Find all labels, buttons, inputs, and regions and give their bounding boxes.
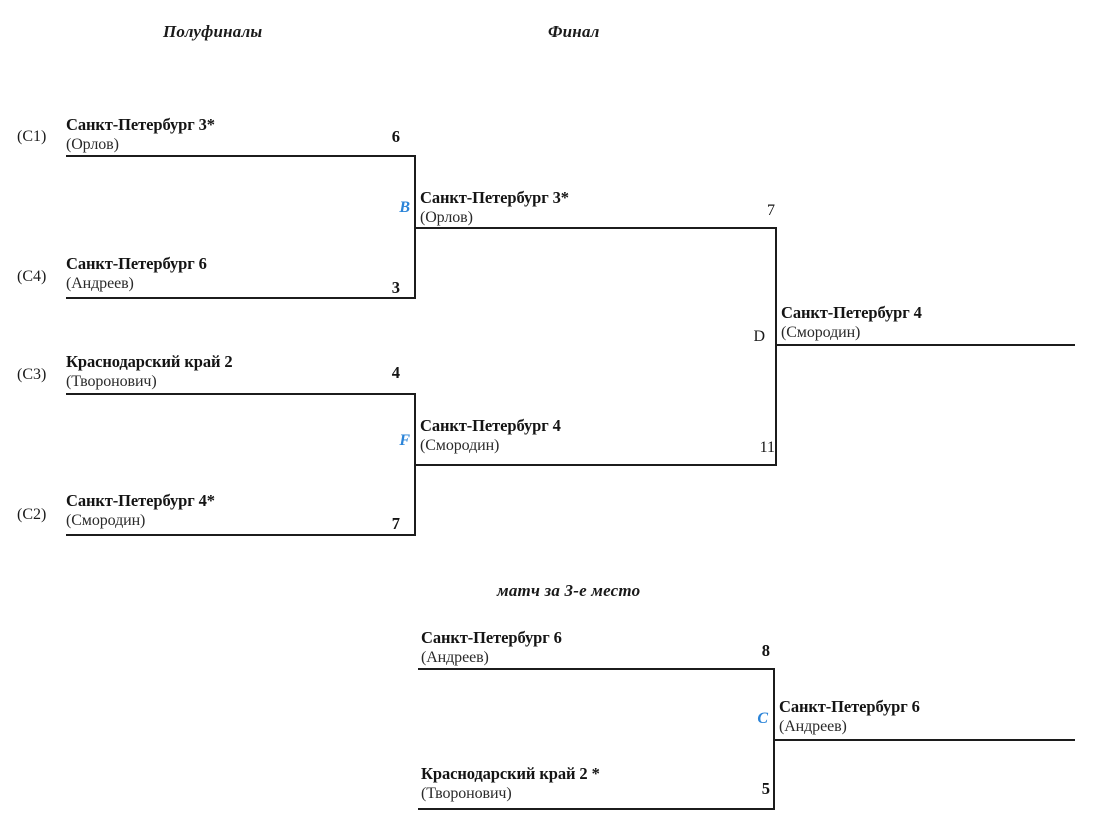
bracket-connector-final — [775, 227, 777, 466]
third-place-top-score: 8 — [761, 641, 770, 660]
team-coach: (Орлов) — [420, 208, 473, 226]
match-letter-d: D — [753, 328, 765, 345]
bracket-line-sf2-top — [66, 393, 415, 395]
bracket-line-third-top — [418, 668, 774, 670]
semifinal-2-top-team[interactable]: Краснодарский край 2 (Творонович) — [66, 352, 233, 390]
semifinal-2-top-score: 4 — [391, 363, 400, 382]
team-coach: (Смородин) — [781, 323, 861, 341]
final-bottom-team[interactable]: Санкт-Петербург 4 (Смородин) — [420, 416, 561, 454]
semifinal-1-top-team[interactable]: Санкт-Петербург 3* (Орлов) — [66, 115, 215, 153]
team-name: Санкт-Петербург 3* — [66, 115, 215, 134]
seed-label-c1: (C1) — [17, 128, 47, 145]
team-name: Санкт-Петербург 4 — [420, 416, 561, 435]
team-name: Санкт-Петербург 3* — [420, 188, 569, 207]
semifinal-2-bottom-score: 7 — [391, 514, 400, 533]
final-bottom-score: 11 — [759, 439, 775, 456]
team-coach: (Андреев) — [421, 648, 489, 666]
bracket-line-champion — [775, 344, 1075, 346]
third-place-bottom-team[interactable]: Краснодарский край 2 * (Творонович) — [421, 764, 600, 802]
team-name: Санкт-Петербург 6 — [66, 254, 207, 273]
seed-label-c2: (C2) — [17, 506, 47, 523]
round-header-final: Финал — [548, 22, 600, 41]
match-letter-c: C — [757, 710, 768, 727]
bracket-line-third-winner — [773, 739, 1075, 741]
team-name: Краснодарский край 2 — [66, 352, 233, 371]
team-name: Санкт-Петербург 4* — [66, 491, 215, 510]
seed-label-c3: (C3) — [17, 366, 47, 383]
round-header-semifinals: Полуфиналы — [163, 22, 263, 41]
bracket-line-sf1-top — [66, 155, 415, 157]
bracket-line-third-bottom — [418, 808, 774, 810]
bracket-line-sf2-bottom — [66, 534, 415, 536]
team-coach: (Смородин) — [420, 436, 500, 454]
bracket-line-sf1-bottom — [66, 297, 415, 299]
team-name: Санкт-Петербург 6 — [421, 628, 562, 647]
semifinal-1-bottom-team[interactable]: Санкт-Петербург 6 (Андреев) — [66, 254, 207, 292]
team-coach: (Творонович) — [421, 784, 512, 802]
team-coach: (Творонович) — [66, 372, 157, 390]
round-header-third-place: матч за 3-е место — [497, 581, 641, 600]
match-letter-b: B — [399, 199, 410, 216]
third-place-winner-team[interactable]: Санкт-Петербург 6 (Андреев) — [779, 697, 920, 735]
third-place-top-team[interactable]: Санкт-Петербург 6 (Андреев) — [421, 628, 562, 666]
final-top-team[interactable]: Санкт-Петербург 3* (Орлов) — [420, 188, 569, 226]
team-name: Санкт-Петербург 4 — [781, 303, 922, 322]
team-coach: (Смородин) — [66, 511, 146, 529]
team-coach: (Андреев) — [66, 274, 134, 292]
semifinal-1-top-score: 6 — [391, 127, 400, 146]
bracket-line-final-top — [414, 227, 776, 229]
team-name: Краснодарский край 2 * — [421, 764, 600, 783]
match-letter-f: F — [399, 432, 410, 449]
bracket-line-final-bottom — [414, 464, 776, 466]
semifinal-2-bottom-team[interactable]: Санкт-Петербург 4* (Смородин) — [66, 491, 215, 529]
champion-team[interactable]: Санкт-Петербург 4 (Смородин) — [781, 303, 922, 341]
team-name: Санкт-Петербург 6 — [779, 697, 920, 716]
team-coach: (Орлов) — [66, 135, 119, 153]
semifinal-1-bottom-score: 3 — [391, 278, 400, 297]
seed-label-c4: (C4) — [17, 268, 47, 285]
team-coach: (Андреев) — [779, 717, 847, 735]
final-top-score: 7 — [767, 202, 775, 219]
third-place-bottom-score: 5 — [761, 779, 770, 798]
